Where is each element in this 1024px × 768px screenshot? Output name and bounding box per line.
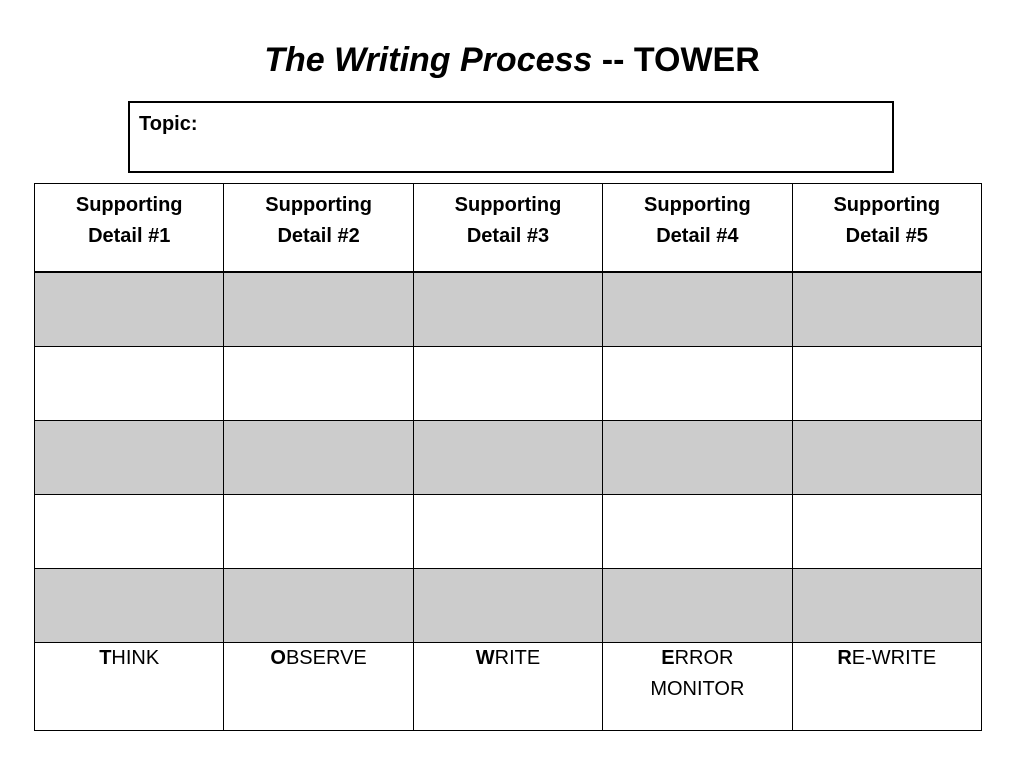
table-row bbox=[33, 271, 983, 347]
title-rest-part: -- TOWER bbox=[592, 41, 760, 79]
title-italic-part: The Writing Process bbox=[264, 41, 593, 79]
table-cell[interactable] bbox=[412, 567, 604, 643]
footer-2-initial: O bbox=[270, 646, 286, 669]
table-cell[interactable] bbox=[223, 419, 414, 495]
table-cell[interactable] bbox=[33, 419, 225, 495]
footer-1-initial: T bbox=[99, 646, 112, 669]
page-title: The Writing Process -- TOWER bbox=[0, 40, 1024, 80]
table-cell[interactable] bbox=[33, 271, 225, 347]
topic-box[interactable]: Topic: bbox=[128, 101, 894, 173]
footer-cell-write: WRITE bbox=[412, 641, 604, 731]
table-cell[interactable] bbox=[223, 493, 414, 569]
footer-cell-rewrite: RE-WRITE bbox=[791, 641, 983, 731]
header-5-line-2: Detail #5 bbox=[845, 225, 928, 247]
table-cell[interactable] bbox=[33, 493, 225, 569]
header-5-line-1: Supporting bbox=[833, 194, 941, 216]
table-cell[interactable] bbox=[602, 345, 793, 421]
table-cell[interactable] bbox=[602, 493, 793, 569]
table-cell[interactable] bbox=[33, 567, 225, 643]
header-3-line-2: Detail #3 bbox=[466, 225, 550, 247]
topic-label: Topic: bbox=[139, 113, 198, 135]
header-2-line-2: Detail #2 bbox=[277, 225, 360, 247]
footer-3-rest: RITE bbox=[494, 646, 541, 669]
footer-4-line-2: MONITOR bbox=[650, 677, 745, 700]
table-row bbox=[33, 493, 983, 569]
header-1-line-1: Supporting bbox=[75, 194, 183, 216]
table-cell[interactable] bbox=[602, 271, 793, 347]
table-cell[interactable] bbox=[791, 271, 983, 347]
table-cell[interactable] bbox=[412, 419, 604, 495]
footer-1-rest: HINK bbox=[111, 646, 160, 669]
footer-4-initial: E bbox=[661, 646, 675, 669]
table-cell[interactable] bbox=[602, 567, 793, 643]
header-4-line-1: Supporting bbox=[644, 194, 751, 216]
table-cell[interactable] bbox=[791, 493, 983, 569]
footer-4-rest: RROR bbox=[674, 646, 734, 669]
table-row bbox=[33, 567, 983, 643]
header-2-line-1: Supporting bbox=[265, 194, 372, 216]
footer-row: THINK OBSERVE WRITE ERROR MONITOR RE-WRIT… bbox=[33, 641, 983, 731]
table-cell[interactable] bbox=[33, 345, 225, 421]
footer-2-rest: BSERVE bbox=[285, 646, 367, 669]
table-cell[interactable] bbox=[791, 567, 983, 643]
table-cell[interactable] bbox=[412, 493, 604, 569]
footer-cell-observe: OBSERVE bbox=[223, 641, 414, 731]
footer-3-initial: W bbox=[475, 646, 495, 669]
table-row bbox=[33, 345, 983, 421]
footer-cell-error-monitor: ERROR MONITOR bbox=[602, 641, 793, 731]
table-cell[interactable] bbox=[412, 271, 604, 347]
header-4-line-2: Detail #4 bbox=[656, 225, 739, 247]
header-1-line-2: Detail #1 bbox=[88, 225, 171, 247]
footer-5-rest: E-WRITE bbox=[851, 646, 937, 669]
table-row bbox=[33, 419, 983, 495]
table-cell[interactable] bbox=[412, 345, 604, 421]
footer-cell-think: THINK bbox=[33, 641, 225, 731]
footer-5-initial: R bbox=[837, 646, 852, 669]
table-cell[interactable] bbox=[223, 345, 414, 421]
header-3-line-1: Supporting bbox=[454, 194, 562, 216]
table-cell[interactable] bbox=[791, 419, 983, 495]
table-cell[interactable] bbox=[791, 345, 983, 421]
table-cell[interactable] bbox=[223, 567, 414, 643]
table-cell[interactable] bbox=[602, 419, 793, 495]
table-cell[interactable] bbox=[223, 271, 414, 347]
